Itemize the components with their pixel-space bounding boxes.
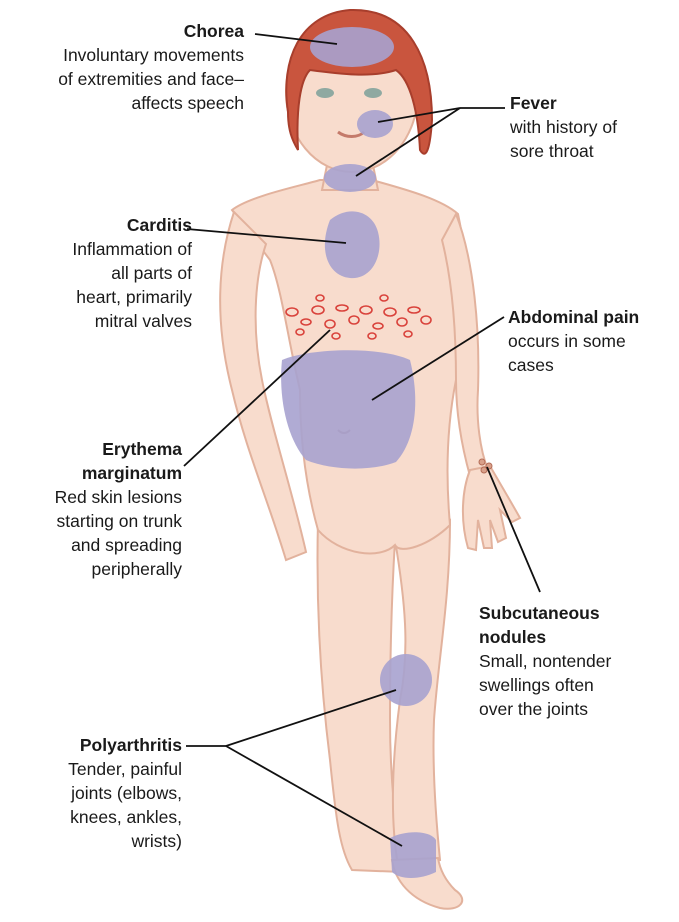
fever-callout: Fever with history of sore throat xyxy=(510,91,675,163)
polyarthritis-desc-line-1: Tender, painful xyxy=(0,757,182,781)
nodules-desc-line-1: Small, nontender xyxy=(479,649,677,673)
chorea-desc-line-2: of extremities and face– xyxy=(0,67,244,91)
chorea-area xyxy=(310,27,394,67)
erythema-desc-line-4: peripherally xyxy=(0,557,182,581)
erythema-desc-line-3: and spreading xyxy=(0,533,182,557)
fever-desc-line-1: with history of xyxy=(510,115,675,139)
polyarthritis-desc-line-4: wrists) xyxy=(0,829,182,853)
heart-area xyxy=(325,211,380,278)
chorea-callout: Chorea Involuntary movements of extremit… xyxy=(0,19,244,115)
abdominal-pain-title: Abdominal pain xyxy=(508,305,678,329)
erythema-desc-line-2: starting on trunk xyxy=(0,509,182,533)
subcutaneous-nodules-callout: Subcutaneous nodules Small, nontender sw… xyxy=(479,601,677,721)
polyarthritis-title: Polyarthritis xyxy=(0,733,182,757)
right-eye xyxy=(364,88,382,98)
chorea-title: Chorea xyxy=(0,19,244,43)
erythema-desc-line-1: Red skin lesions xyxy=(0,485,182,509)
fever-cheek-area xyxy=(357,110,393,138)
polyarthritis-callout: Polyarthritis Tender, painful joints (el… xyxy=(0,733,182,853)
left-eye xyxy=(316,88,334,98)
ankle-area xyxy=(390,832,436,878)
fever-title: Fever xyxy=(510,91,675,115)
fever-desc-line-2: sore throat xyxy=(510,139,675,163)
knee-area xyxy=(380,654,432,706)
abdomen-area xyxy=(281,350,415,468)
polyarthritis-desc-line-3: knees, ankles, xyxy=(0,805,182,829)
erythema-title-2: marginatum xyxy=(0,461,182,485)
polyarthritis-desc-line-2: joints (elbows, xyxy=(0,781,182,805)
carditis-desc-line-2: all parts of xyxy=(0,261,192,285)
chorea-desc-line-1: Involuntary movements xyxy=(0,43,244,67)
carditis-desc-line-3: heart, primarily xyxy=(0,285,192,309)
carditis-callout: Carditis Inflammation of all parts of he… xyxy=(0,213,192,333)
erythema-marginatum-callout: Erythema marginatum Red skin lesions sta… xyxy=(0,437,182,581)
erythema-title: Erythema xyxy=(0,437,182,461)
abdominal-pain-desc-line-1: occurs in some xyxy=(508,329,678,353)
chorea-desc-line-3: affects speech xyxy=(0,91,244,115)
carditis-desc-line-4: mitral valves xyxy=(0,309,192,333)
nodules-title-2: nodules xyxy=(479,625,677,649)
nodules-desc-line-3: over the joints xyxy=(479,697,677,721)
nodules-title: Subcutaneous xyxy=(479,601,677,625)
abdominal-pain-callout: Abdominal pain occurs in some cases xyxy=(508,305,678,377)
nodules-desc-line-2: swellings often xyxy=(479,673,677,697)
carditis-desc-line-1: Inflammation of xyxy=(0,237,192,261)
abdominal-pain-desc-line-2: cases xyxy=(508,353,678,377)
carditis-title: Carditis xyxy=(0,213,192,237)
